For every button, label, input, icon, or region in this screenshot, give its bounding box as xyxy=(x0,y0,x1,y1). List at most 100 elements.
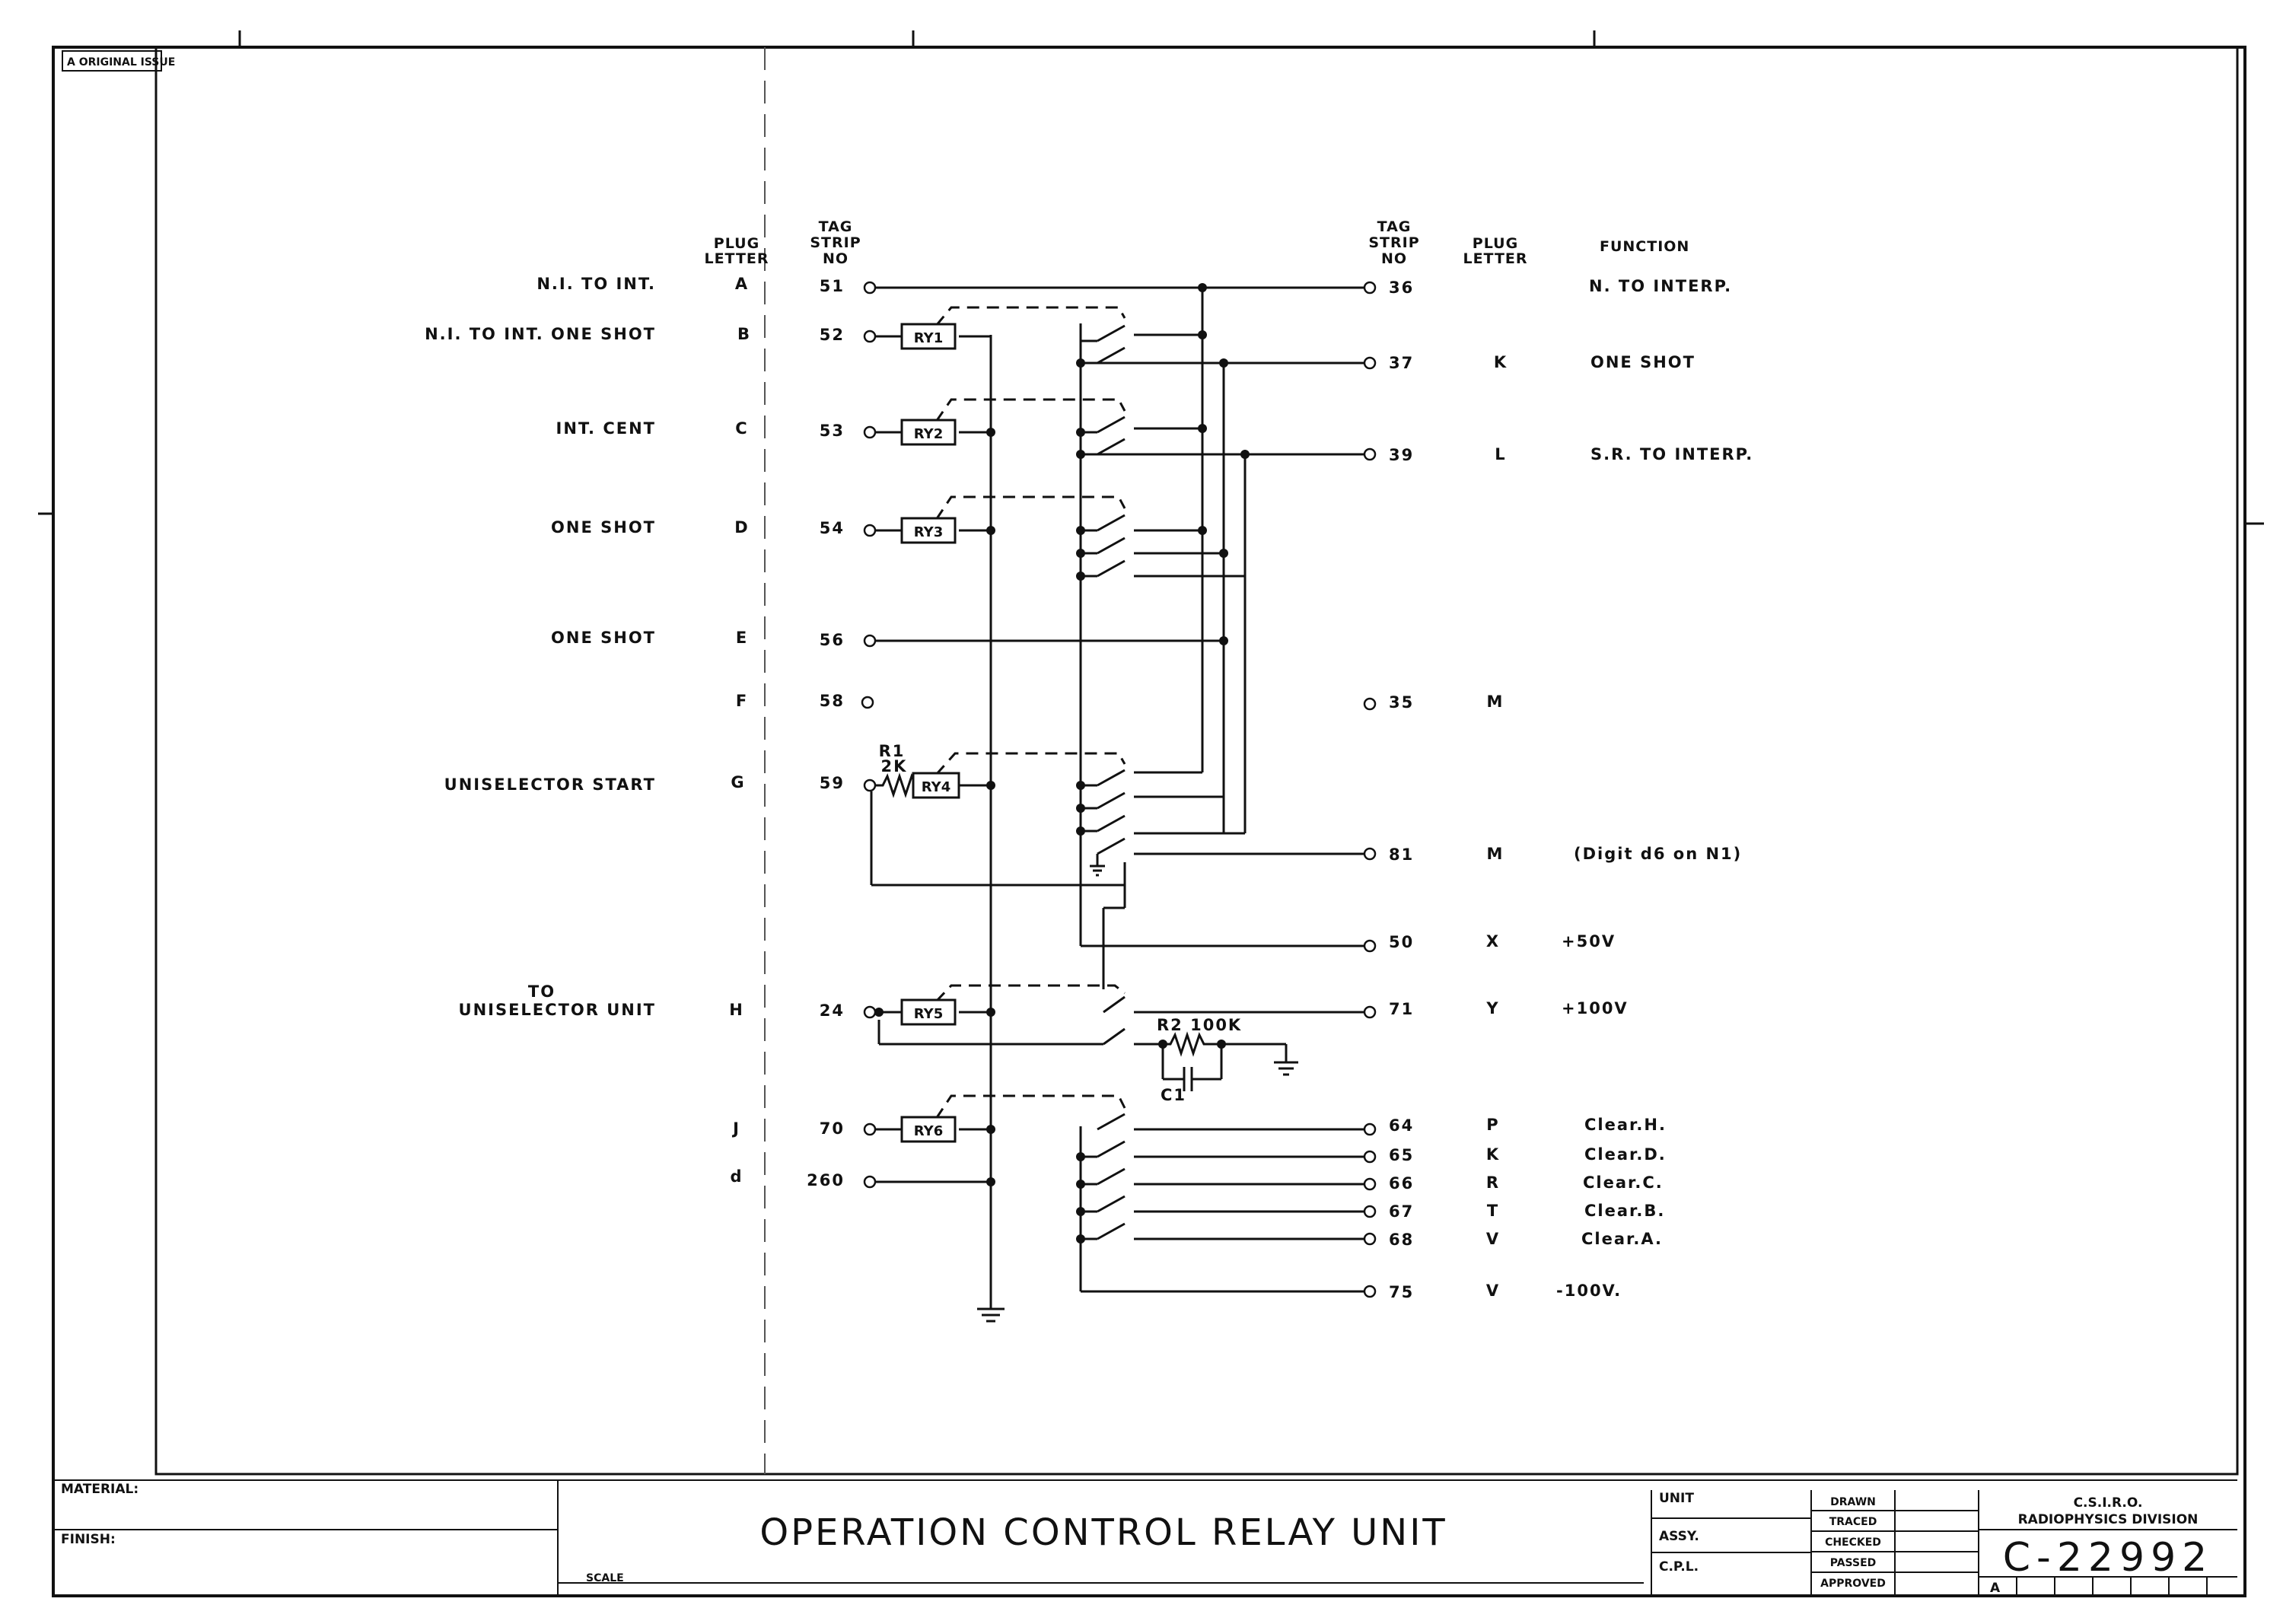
right-tag-36: 36 xyxy=(1389,279,1414,297)
terminals-left xyxy=(861,281,877,1189)
right-plug-Y: Y xyxy=(1485,999,1499,1017)
relay-linkages xyxy=(935,306,1126,1119)
right-plug-V-2: V xyxy=(1486,1282,1500,1300)
header-left-plug-letter: PLUG LETTER xyxy=(704,235,769,267)
r2-label: R2 100K xyxy=(1157,1016,1242,1034)
right-tag-67: 67 xyxy=(1389,1202,1414,1221)
right-plug-T: T xyxy=(1487,1202,1499,1220)
right-tag-68: 68 xyxy=(1389,1231,1414,1249)
svg-text:TAG: TAG xyxy=(1377,218,1412,235)
svg-text:NO: NO xyxy=(823,250,849,267)
right-tag-39: 39 xyxy=(1389,446,1414,464)
function-plus-50v: +50V xyxy=(1562,932,1616,951)
left-name-C: INT. CENT xyxy=(556,419,656,438)
right-plug-R: R xyxy=(1486,1173,1500,1192)
left-tag-51: 51 xyxy=(820,277,845,295)
revision-box xyxy=(62,50,162,72)
inner-drawing-frame xyxy=(154,46,2239,1476)
right-tag-35: 35 xyxy=(1389,693,1414,712)
left-tag-52: 52 xyxy=(820,326,845,344)
drawn-label: DRAWN xyxy=(1830,1496,1876,1508)
org-line2: RADIOPHYSICS DIVISION xyxy=(2018,1512,2199,1527)
left-name-H-line2: UNISELECTOR UNIT xyxy=(459,1001,656,1019)
function-clear-c: Clear.C. xyxy=(1583,1173,1664,1192)
svg-text:NO: NO xyxy=(1381,250,1407,267)
right-plug-V: V xyxy=(1486,1230,1500,1248)
function-one-shot: ONE SHOT xyxy=(1590,353,1696,371)
r1-name: R1 xyxy=(879,742,906,760)
right-plug-K-2: K xyxy=(1486,1145,1500,1164)
left-tag-54: 54 xyxy=(820,519,845,537)
svg-text:PLUG: PLUG xyxy=(714,235,759,252)
right-plug-M: M xyxy=(1487,693,1504,711)
function-clear-d: Clear.D. xyxy=(1584,1145,1667,1164)
left-name-B: N.I. TO INT. ONE SHOT xyxy=(425,325,656,343)
left-plug-J: J xyxy=(731,1119,740,1138)
terminals-right xyxy=(1363,281,1377,1298)
left-plug-D: D xyxy=(734,518,749,537)
material-label: MATERIAL: xyxy=(61,1482,139,1497)
function-clear-b: Clear.B. xyxy=(1584,1202,1665,1220)
outer-border xyxy=(52,46,2246,1597)
function-sr-to-interp: S.R. TO INTERP. xyxy=(1590,445,1753,463)
right-tag-75: 75 xyxy=(1389,1283,1414,1301)
svg-text:LETTER: LETTER xyxy=(704,250,769,267)
left-tag-59: 59 xyxy=(820,774,845,792)
left-tag-53: 53 xyxy=(820,422,845,440)
svg-text:PLUG: PLUG xyxy=(1473,235,1518,252)
function-n-to-interp: N. TO INTERP. xyxy=(1589,277,1732,295)
left-tag-58: 58 xyxy=(820,692,845,710)
left-tag-24: 24 xyxy=(820,1001,845,1020)
right-plug-K: K xyxy=(1494,353,1508,371)
svg-text:RY4: RY4 xyxy=(922,779,950,795)
unit-label: UNIT xyxy=(1659,1491,1694,1506)
right-tag-37: 37 xyxy=(1389,354,1414,372)
header-right-plug-letter: PLUG LETTER xyxy=(1463,235,1527,267)
left-tag-260: 260 xyxy=(807,1171,845,1189)
relay-ry4: RY4 xyxy=(912,772,960,799)
revision-text: A ORIGINAL ISSUE xyxy=(67,56,175,68)
checked-label: CHECKED xyxy=(1825,1536,1881,1549)
drawing-number: C-22992 xyxy=(2003,1535,2214,1581)
right-tag-66: 66 xyxy=(1389,1174,1414,1193)
drawing-title: OPERATION CONTROL RELAY UNIT xyxy=(759,1511,1447,1554)
right-plug-M-2: M xyxy=(1487,845,1504,863)
svg-text:RY2: RY2 xyxy=(914,426,943,442)
function-digit-d6: (Digit d6 on N1) xyxy=(1574,845,1742,863)
header-function: FUNCTION xyxy=(1600,238,1689,255)
c1-label: C1 xyxy=(1161,1086,1186,1104)
right-tag-81: 81 xyxy=(1389,845,1414,864)
title-block xyxy=(53,1479,2237,1596)
left-name-H-line1: TO xyxy=(528,982,556,1001)
right-label-column: 36 37 39 35 81 50 71 64 65 66 67 68 75 K… xyxy=(1389,277,1753,1301)
relay-ry2: RY2 xyxy=(900,419,957,446)
left-plug-E: E xyxy=(736,629,748,647)
svg-text:STRIP: STRIP xyxy=(810,234,861,251)
svg-text:TAG: TAG xyxy=(819,218,853,235)
issue-letter: A xyxy=(1990,1581,2001,1596)
junction-dots xyxy=(874,283,1250,1243)
svg-text:RY6: RY6 xyxy=(914,1123,943,1139)
left-plug-F: F xyxy=(736,692,748,710)
left-name-E: ONE SHOT xyxy=(551,629,656,647)
relay-ry5: RY5 xyxy=(900,998,957,1026)
org-line1: C.S.I.R.O. xyxy=(2074,1495,2143,1511)
svg-text:LETTER: LETTER xyxy=(1463,250,1527,267)
relay-ry1: RY1 xyxy=(900,323,957,350)
left-plug-d: d xyxy=(730,1167,743,1186)
function-clear-h: Clear.H. xyxy=(1584,1116,1667,1134)
right-tag-50: 50 xyxy=(1389,933,1414,951)
left-tag-56: 56 xyxy=(820,631,845,649)
left-plug-C: C xyxy=(735,419,748,438)
left-label-column: N.I. TO INT. N.I. TO INT. ONE SHOT INT. … xyxy=(425,275,845,1189)
header-left-tag-strip: TAG STRIP NO xyxy=(810,218,861,267)
relay-ry6: RY6 xyxy=(900,1116,957,1143)
left-name-D: ONE SHOT xyxy=(551,518,656,537)
r1-value: 2K xyxy=(881,757,908,775)
scale-label: SCALE xyxy=(586,1572,624,1584)
svg-text:RY5: RY5 xyxy=(914,1006,943,1022)
traced-label: TRACED xyxy=(1829,1516,1877,1528)
function-plus-100v: +100V xyxy=(1562,999,1629,1017)
svg-text:RY3: RY3 xyxy=(914,524,943,540)
left-name-G: UNISELECTOR START xyxy=(444,775,656,794)
